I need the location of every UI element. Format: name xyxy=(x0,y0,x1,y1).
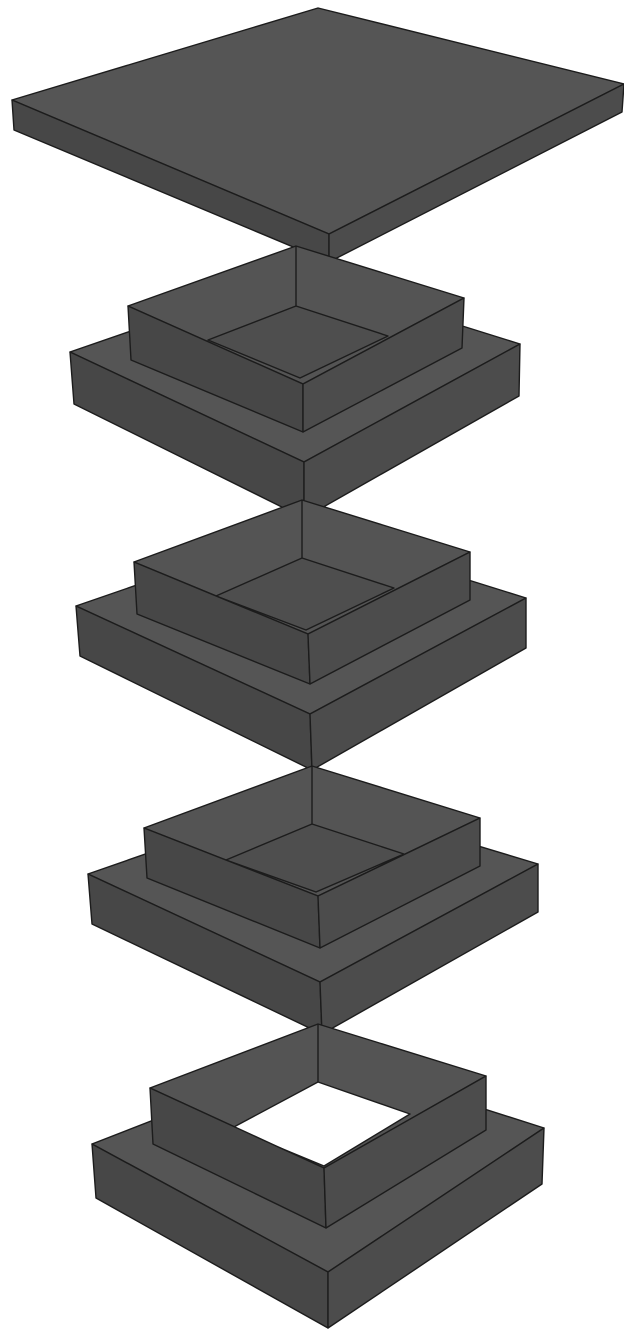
base-frame xyxy=(92,1024,544,1328)
tier-3-box xyxy=(88,766,538,1034)
tier-2-box xyxy=(76,500,526,770)
tier-1-box xyxy=(70,246,520,518)
lid-slab xyxy=(12,8,624,262)
